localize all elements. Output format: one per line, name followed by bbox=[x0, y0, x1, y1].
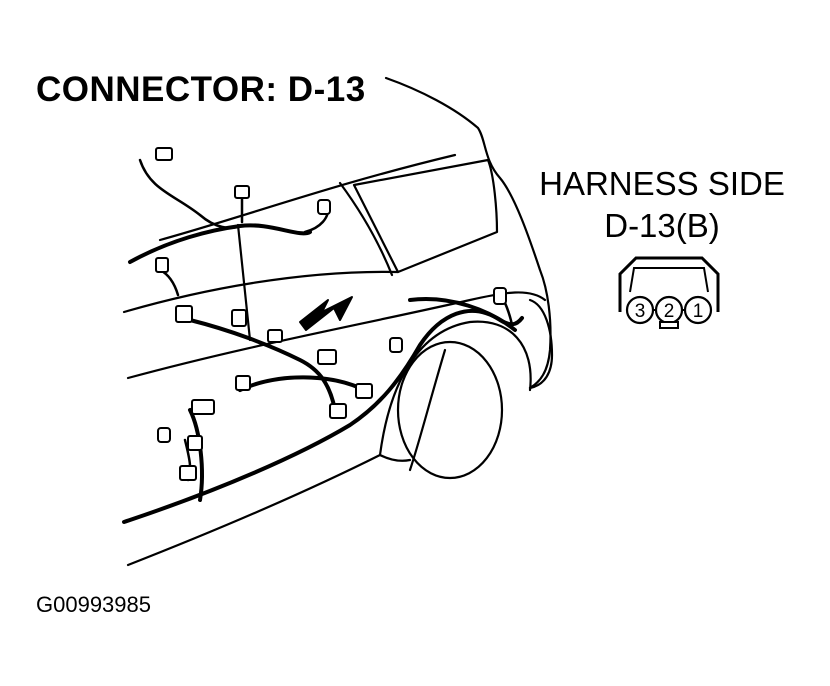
pin-1-label: 1 bbox=[693, 301, 704, 322]
pin-3-circle bbox=[625, 295, 655, 325]
window-top bbox=[158, 153, 457, 242]
pillar-line bbox=[338, 181, 394, 277]
harness-side-label: HARNESS SIDE D-13(B) bbox=[526, 163, 798, 247]
harness-side-heading: HARNESS SIDE bbox=[539, 165, 785, 202]
rocker bbox=[378, 453, 412, 462]
harness-lead-1 bbox=[138, 158, 242, 230]
figure-id: G00993985 bbox=[36, 592, 151, 617]
wheel-inner bbox=[408, 348, 447, 472]
harness-lead-5 bbox=[158, 268, 180, 297]
rear-bumper bbox=[528, 298, 554, 390]
harness-connector-id: D-13(B) bbox=[604, 207, 720, 244]
rear-window bbox=[352, 158, 499, 274]
pin-2-label: 2 bbox=[664, 301, 675, 322]
location-arrow-icon bbox=[299, 296, 353, 331]
body-outline bbox=[384, 76, 552, 390]
connector-blocks bbox=[155, 147, 507, 481]
b-pillar bbox=[236, 223, 252, 342]
connector-title: CONNECTOR: D-13 bbox=[36, 70, 366, 109]
pin-1-circle bbox=[683, 295, 713, 325]
window-sill bbox=[122, 270, 400, 314]
rear-wheel bbox=[396, 340, 504, 480]
connector-face-diagram: 3 2 1 bbox=[618, 256, 720, 329]
belt-line bbox=[126, 291, 547, 380]
pin-3-label: 3 bbox=[635, 301, 646, 322]
wheel-arch bbox=[378, 320, 532, 457]
lower-body bbox=[126, 453, 382, 567]
